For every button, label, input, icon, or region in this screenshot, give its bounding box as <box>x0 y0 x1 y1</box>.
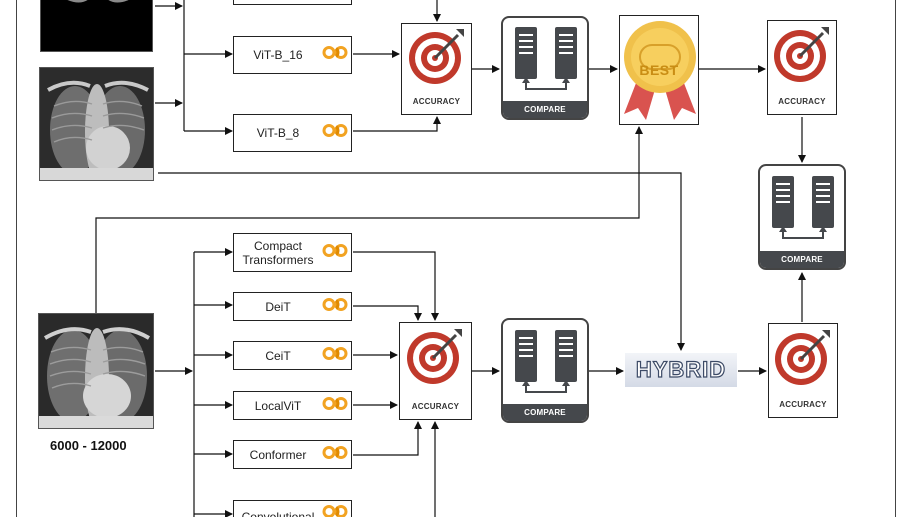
arrow-compact-accuracy <box>353 251 439 321</box>
colab-icon <box>322 46 348 65</box>
compare-servers-icon <box>772 176 834 239</box>
arrow-to-hybrid <box>158 172 685 351</box>
model-box-conformer[interactable]: Conformer <box>233 440 352 469</box>
model-box-convolutional[interactable]: Convolutional <box>233 500 352 517</box>
hybrid-label: HYBRID <box>635 356 727 382</box>
colab-icon <box>322 505 348 517</box>
accuracy-label: ACCURACY <box>412 97 461 106</box>
xray-image-top-1 <box>40 0 153 52</box>
hybrid-node[interactable]: HYBRID <box>625 353 737 387</box>
target-icon <box>409 29 464 84</box>
model-label-convolutional: Convolutional <box>241 510 315 517</box>
accuracy-node-top[interactable]: ACCURACY <box>401 23 472 115</box>
xray-image-top-2 <box>39 67 154 181</box>
model-box-deit[interactable]: DeiT <box>233 292 352 321</box>
accuracy-node-right-top[interactable]: ACCURACY <box>767 20 837 115</box>
model-box-vitb16[interactable]: ViT-B_16 <box>233 36 352 74</box>
model-label-ceit: CeiT <box>265 348 291 363</box>
arrow-conformer-accuracy <box>353 421 422 456</box>
diagram-frame <box>16 0 896 517</box>
arrow-vitb8-accuracy <box>353 116 441 132</box>
model-label-vitb8: ViT-B_8 <box>256 126 300 140</box>
colab-icon <box>322 243 348 262</box>
model-box-top-partial <box>233 0 352 5</box>
colab-icon <box>322 346 348 365</box>
target-icon <box>775 330 830 385</box>
accuracy-label: ACCURACY <box>779 400 827 409</box>
hybrid-logo <box>625 353 737 387</box>
colab-icon <box>322 297 348 316</box>
compare-node-bottom[interactable]: COMPARE <box>501 318 589 423</box>
model-box-localvit[interactable]: LocalViT <box>233 391 352 420</box>
colab-icon <box>322 445 348 464</box>
compare-servers-icon <box>515 330 577 393</box>
compare-label: COMPARE <box>760 251 844 268</box>
target-icon <box>774 27 829 82</box>
model-label-deit: DeiT <box>265 299 291 314</box>
best-node[interactable]: BEST <box>619 15 699 125</box>
best-medal-icon <box>624 21 696 120</box>
compare-node-top[interactable]: COMPARE <box>501 16 589 120</box>
model-box-compact-transformers[interactable]: Compact Transformers <box>233 233 352 272</box>
compare-servers-icon <box>515 27 577 90</box>
model-label-compact-transformers: Compact Transformers <box>242 238 314 267</box>
model-box-ceit[interactable]: CeiT <box>233 341 352 370</box>
colab-icon <box>322 396 348 415</box>
accuracy-node-bottom[interactable]: ACCURACY <box>399 322 472 420</box>
accuracy-label: ACCURACY <box>778 97 826 106</box>
model-box-vitb8[interactable]: ViT-B_8 <box>233 114 352 152</box>
accuracy-node-right-bottom[interactable]: ACCURACY <box>768 323 838 418</box>
arrow-deit-accuracy <box>353 305 422 321</box>
arrow-to-best <box>95 126 643 313</box>
target-icon <box>407 329 462 384</box>
colab-icon <box>322 124 348 143</box>
model-label-vitb16: ViT-B_16 <box>253 48 303 62</box>
compare-node-right[interactable]: COMPARE <box>758 164 846 270</box>
xray-image-bottom <box>38 313 154 429</box>
compare-label: COMPARE <box>503 404 587 421</box>
dataset-range-label: 6000 - 12000 <box>50 438 127 453</box>
accuracy-label: ACCURACY <box>411 402 460 411</box>
compare-label: COMPARE <box>503 101 587 118</box>
model-label-conformer: Conformer <box>249 447 307 462</box>
model-label-localvit: LocalViT <box>254 398 302 413</box>
best-label: BEST <box>639 62 679 78</box>
